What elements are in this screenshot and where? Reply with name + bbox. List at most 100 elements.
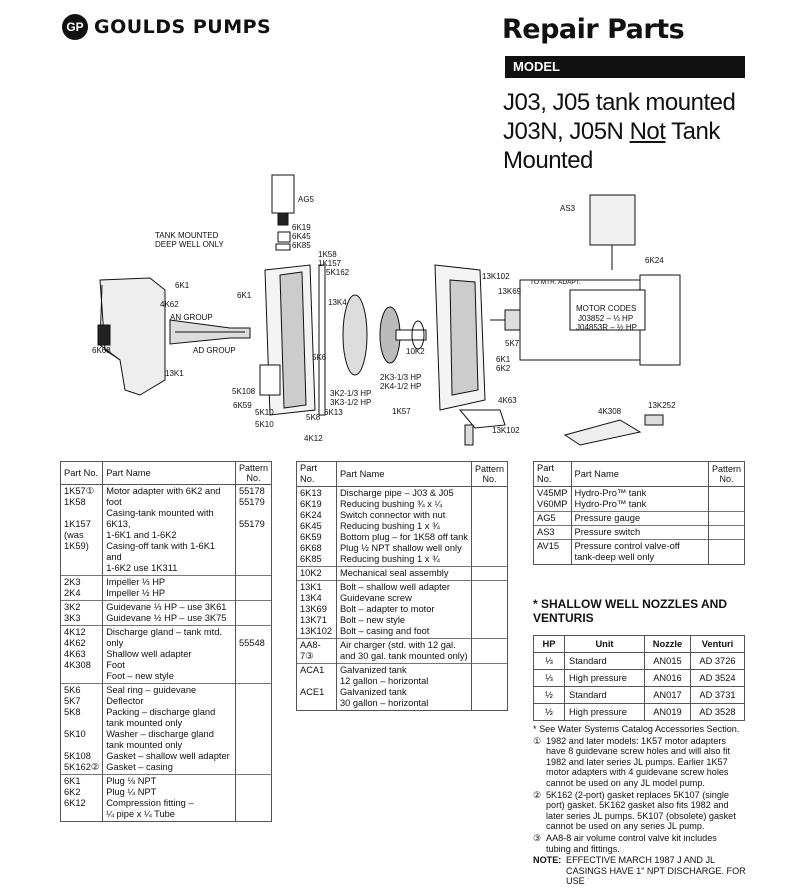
pattern-cell: 55178 55179 55179 — [234, 484, 273, 576]
brand-name: GOULDS PUMPS — [94, 16, 272, 38]
sw-nozzle-cell: AN016 — [643, 669, 691, 687]
label-6k13: 6K13 — [324, 408, 343, 417]
label-2k4: 2K4-1/2 HP — [380, 382, 421, 391]
col-part-no: Part No. — [296, 461, 337, 487]
part-no-cell: 10K2 — [296, 566, 337, 581]
label-motor-codes: MOTOR CODES — [576, 304, 636, 313]
part-no-cell: AA8-7③ — [296, 638, 337, 664]
label-13k102-top: 13K102 — [482, 272, 510, 281]
label-6k68: 6K68 — [92, 346, 111, 355]
label-3k2: 3K2-1/3 HP — [330, 389, 371, 398]
sw-col-venturi: Venturi — [689, 635, 746, 653]
part-name-cell: Discharge pipe – J03 & J05 Reducing bush… — [335, 486, 472, 567]
footnote-text: 1982 and later models: 1K57 motor adapte… — [546, 735, 731, 788]
sw-col-hp: HP — [533, 635, 565, 653]
col-pattern-no: Pattern No. — [470, 461, 509, 487]
col-pattern-no: Pattern No. — [234, 461, 273, 485]
label-6k45: 6K45 — [292, 232, 311, 241]
part-name-cell: Pressure control valve-off tank-deep wel… — [570, 539, 709, 565]
part-no-cell: AS3 — [533, 525, 572, 540]
table-row: 1K57① 1K58 1K157 (was 1K59)Motor adapter… — [59, 484, 273, 576]
label-1k57: 1K57 — [392, 407, 411, 416]
col-part-name: Part Name — [102, 461, 236, 485]
sw-hp-cell: ⅓ — [533, 669, 565, 687]
part-no-cell: 4K12 4K62 4K63 4K308 — [59, 625, 104, 684]
sw-venturi-cell: AD 3726 — [689, 652, 746, 670]
label-motor-code-2: J04853R – ½ HP — [576, 323, 637, 332]
pattern-cell — [707, 539, 746, 565]
label-13k1: 13K1 — [165, 369, 184, 378]
pattern-cell — [470, 486, 509, 567]
pattern-cell — [234, 683, 273, 775]
label-4k63: 4K63 — [498, 396, 517, 405]
sw-unit-cell: High pressure — [564, 669, 645, 687]
label-ad-group: AD GROUP — [193, 346, 236, 355]
pattern-cell — [470, 580, 509, 639]
footnote-mark: ② — [533, 789, 542, 800]
part-name-cell: Plug ⅛ NPT Plug ¼ NPT Compression fittin… — [102, 774, 236, 822]
diagram-labels: AG5 6K19 6K45 6K85 1K58 1K157 5K162 TANK… — [92, 195, 676, 443]
model-line-1: J03, J05 tank mounted — [503, 89, 736, 116]
label-6k1-right: 6K1 — [496, 355, 511, 364]
model-line-3: Mounted — [503, 147, 593, 174]
footnote-text: AA8-8 air volume control valve kit inclu… — [546, 832, 717, 854]
page-title: Repair Parts — [502, 14, 685, 45]
note-star: * See Water Systems Catalog Accessories … — [533, 724, 740, 734]
model-line-2-prefix: J03N, J05N — [503, 118, 630, 145]
part-no-cell: 2K3 2K4 — [59, 575, 104, 601]
sw-venturi-cell: AD 3731 — [689, 686, 746, 704]
sw-venturi-cell: AD 3524 — [689, 669, 746, 687]
model-line-2: J03N, J05N Not Tank — [503, 117, 735, 146]
sw-col-unit: Unit — [564, 635, 645, 653]
label-4k62: 4K62 — [160, 300, 179, 309]
label-5k162: 5K162 — [326, 268, 350, 277]
diagram-drawing — [97, 174, 681, 446]
note-final-text: EFFECTIVE MARCH 1987 J AND JL CASINGS HA… — [566, 855, 746, 887]
label-5k10-a: 5K10 — [255, 408, 274, 417]
model-line-2-suffix: Tank — [665, 118, 720, 145]
pattern-cell — [234, 600, 273, 626]
note-final-label: NOTE: — [533, 855, 562, 866]
label-as3: AS3 — [560, 204, 576, 213]
part-name-cell: Hydro-Pro™ tank Hydro-Pro™ tank — [570, 486, 709, 512]
sw-unit-cell: High pressure — [564, 703, 645, 721]
part-no-cell: 6K13 6K19 6K24 6K45 6K59 6K68 6K85 — [296, 486, 337, 567]
col-part-name: Part Name — [570, 461, 709, 487]
part-name-cell: Pressure gauge — [570, 511, 709, 526]
sw-hp-cell: ⅓ — [533, 652, 565, 670]
label-4k308: 4K308 — [598, 407, 622, 416]
part-name-cell: Guidevane ⅓ HP – use 3K61 Guidevane ½ HP… — [102, 600, 236, 626]
col-part-no: Part No. — [533, 461, 572, 487]
part-name-cell: Pressure switch — [570, 525, 709, 540]
sw-unit-cell: Standard — [564, 652, 645, 670]
part-no-cell: V45MP V60MP — [533, 486, 572, 512]
label-4k12: 4K12 — [304, 434, 323, 443]
pattern-cell — [470, 663, 509, 711]
label-6k85: 6K85 — [292, 241, 311, 250]
sw-hp-cell: ½ — [533, 686, 565, 704]
parts-table-1: Part No. Part Name Pattern No. 1K57① 1K5… — [59, 461, 273, 822]
part-no-cell: AG5 — [533, 511, 572, 526]
col-pattern-no: Pattern No. — [707, 461, 746, 487]
label-5k8: 5K8 — [306, 413, 321, 422]
label-13k4: 13K4 — [328, 298, 347, 307]
sw-unit-cell: Standard — [564, 686, 645, 704]
model-label-bar: MODEL — [505, 56, 745, 78]
pattern-cell — [234, 774, 273, 822]
label-an-group: AN GROUP — [170, 313, 213, 322]
